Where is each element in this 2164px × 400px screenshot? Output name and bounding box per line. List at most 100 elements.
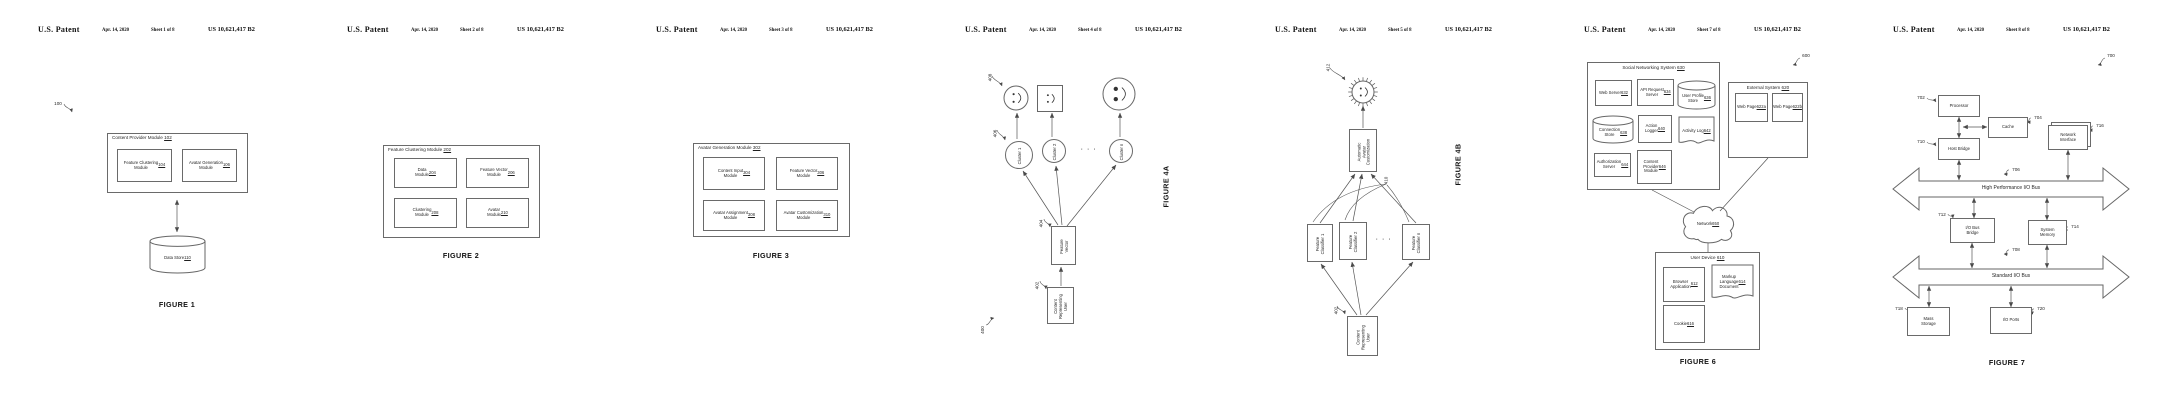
patent-title: U.S. Patent [347, 25, 389, 34]
avatar-head [1102, 77, 1136, 111]
ref-pointer-icon [996, 129, 1007, 141]
ref-label-718: 718 [1895, 305, 1903, 311]
network-cloud [1683, 206, 1733, 242]
patent-title: U.S. Patent [656, 25, 698, 34]
feature-clustering-module-title: Feature Clustering Module 202 [388, 147, 452, 152]
ref-label-702: 702 [1917, 94, 1925, 100]
rotated-label: 404 [1037, 219, 1043, 227]
ref-label-402: 402 [1032, 278, 1041, 292]
arrow-line [1352, 173, 1364, 222]
rotated-label: 406 [991, 129, 997, 137]
ref-label-720: 720 [2037, 305, 2045, 311]
avatar-generation-module-container: Avatar Generation Module 302 [693, 143, 850, 237]
cluster-1-circle: Cluster 1 [1005, 141, 1033, 169]
social-networking-system-container: Social Networking System 630 [1587, 62, 1720, 190]
ref-pointer-icon [2003, 249, 2010, 257]
cluster-n-circle: Cluster n [1109, 139, 1133, 163]
patent-sheet-panel: U.S. Patent Apr. 14, 2020 Sheet 3 of 8 U… [618, 0, 927, 400]
ref-label-400: 400 [977, 323, 989, 337]
content-provider-module-container: Content Provider Module 102 [107, 133, 248, 193]
bracket-curve [1386, 184, 1410, 223]
avatar-eye-icon [1012, 100, 1015, 103]
ref-pointer-icon [2003, 169, 2010, 177]
cache-box: Cache [1988, 117, 2028, 138]
rotated-label: 402 [1033, 281, 1039, 289]
ref-pointer-icon [1336, 305, 1346, 315]
avatar-eye-icon [1113, 96, 1118, 102]
sheet-number: Sheet 8 of 8 [2006, 28, 2030, 33]
ref-label-712: 712 [1938, 211, 1946, 217]
user-profile-store-cylinder-top [1677, 80, 1716, 91]
patent-date: Apr. 14, 2020 [1957, 28, 1985, 33]
ref-label-600: 600 [1802, 53, 1810, 59]
patent-title: U.S. Patent [1893, 25, 1935, 34]
patent-sheet-panel: U.S. Patent Apr. 14, 2020 Sheet 2 of 8 U… [309, 0, 618, 400]
patent-title: U.S. Patent [1275, 25, 1317, 34]
arrow-line [1320, 263, 1358, 316]
ref-pointer-icon [985, 316, 995, 326]
grin-circle-avatar-icon [1102, 77, 1136, 111]
publication-number: US 10,621,417 B2 [517, 26, 564, 33]
user-device-title: User Device 610 [1690, 255, 1725, 260]
avatar-mouth-icon [1364, 87, 1368, 97]
publication-number: US 10,621,417 B2 [1754, 26, 1801, 33]
figure-7-caption: FIGURE 7 [1988, 357, 2026, 367]
ref-label-100: 100 [54, 101, 62, 107]
smile-circle-avatar-icon [1003, 85, 1029, 111]
ref-label-404: 404 [1036, 216, 1045, 230]
arrow-line [1319, 173, 1356, 224]
figure-4a-caption: FIGURE 4A [1160, 160, 1173, 212]
figure-6-caption: FIGURE 6 [1679, 356, 1717, 366]
ref-label-716: 716 [2096, 122, 2104, 128]
publication-number: US 10,621,417 B2 [1135, 26, 1182, 33]
ref-label-408: 408 [985, 70, 994, 84]
figure-3-caption: FIGURE 3 [752, 250, 790, 260]
ref-pointer-icon [1329, 67, 1346, 81]
avatar-frame [1037, 85, 1063, 112]
sheet-number: Sheet 3 of 8 [769, 28, 793, 33]
external-system-container: External System 620 [1728, 82, 1808, 158]
ref-pointer-icon [991, 75, 1003, 87]
avatar-eye-icon [1359, 87, 1362, 90]
ref-pointer-icon [1792, 57, 1801, 67]
ref-pointer-icon [1926, 97, 1937, 103]
external-system-title: External System 620 [1746, 85, 1790, 90]
ref-pointer-icon [1947, 213, 1955, 219]
ellipsis-dots: · · · [1375, 236, 1393, 243]
patent-title: U.S. Patent [965, 25, 1007, 34]
rotated-label: 402 [1332, 306, 1338, 314]
arrow-line [1350, 261, 1362, 316]
patent-date: Apr. 14, 2020 [720, 28, 748, 33]
ref-label-412: 412 [1323, 60, 1332, 74]
smile-square-avatar-icon [1037, 85, 1063, 112]
standard-i-o-bus-bus [1892, 254, 2130, 300]
patent-date: Apr. 14, 2020 [1648, 28, 1676, 33]
figure-4b-caption: FIGURE 4B [1452, 138, 1465, 190]
host-bridge-box: Host Bridge [1938, 138, 1980, 160]
processor-box: Processor [1938, 95, 1980, 117]
arrow-line [1370, 173, 1417, 224]
rotated-label: 412 [1324, 63, 1330, 71]
ref-label-714: 714 [2071, 223, 2079, 229]
sheet-number: Sheet 7 of 8 [1697, 28, 1721, 33]
rotated-label: 410 [1382, 176, 1388, 184]
rotated-label: Cluster 2 [1051, 143, 1057, 161]
